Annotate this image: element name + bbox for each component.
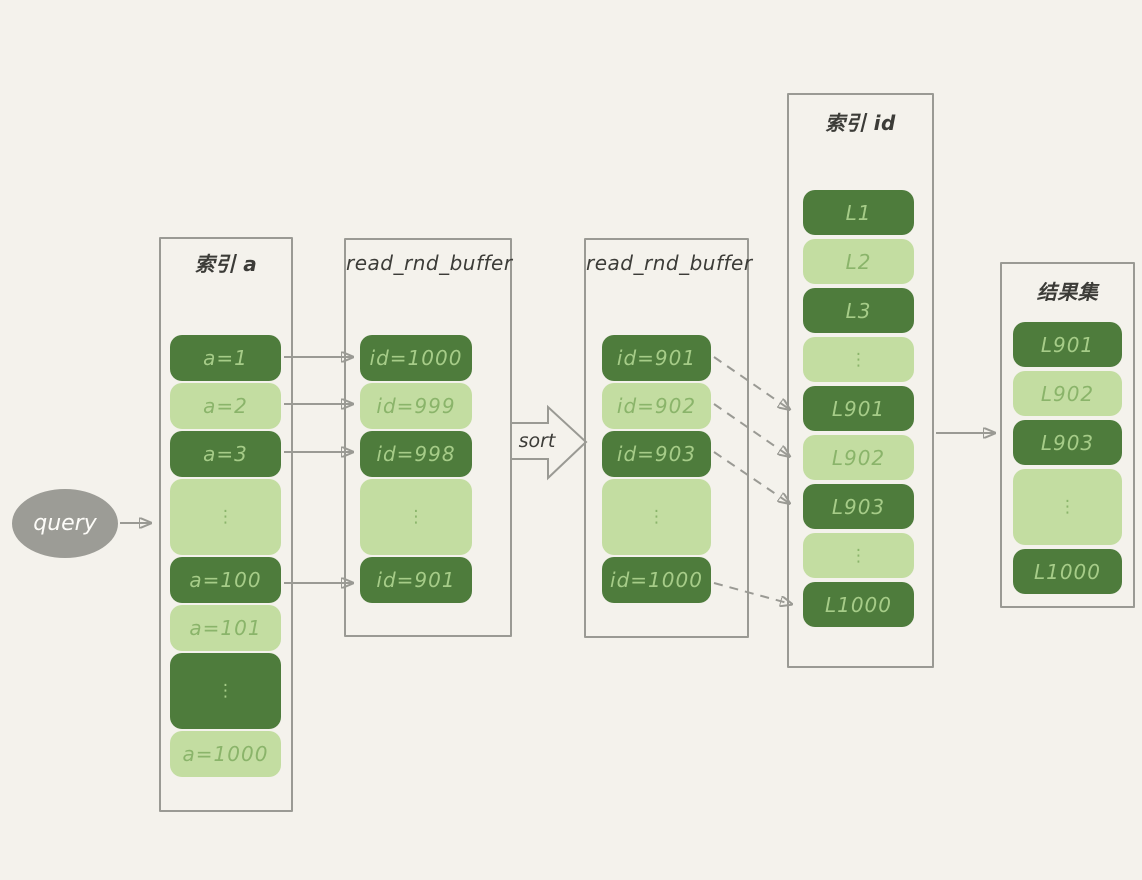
ellipsis-cell: ⋮ xyxy=(803,337,914,382)
cell-a=101: a=101 xyxy=(170,605,281,651)
cell-L1000: L1000 xyxy=(1013,549,1122,594)
cell-L901: L901 xyxy=(803,386,914,431)
ellipsis-cell: ⋮ xyxy=(360,479,472,555)
panel-index-id-title: 索引 id xyxy=(825,111,896,135)
cell-id=903: id=903 xyxy=(602,431,711,477)
cell-L2: L2 xyxy=(803,239,914,284)
cell-a=1000: a=1000 xyxy=(170,731,281,777)
ellipsis-cell: ⋮ xyxy=(602,479,711,555)
cell-L3: L3 xyxy=(803,288,914,333)
panel-read-rnd-buffer-sorted-title: read_rnd_buffer xyxy=(586,251,753,275)
cell-id=1000: id=1000 xyxy=(360,335,472,381)
ellipsis-cell: ⋮ xyxy=(170,479,281,555)
cell-L1: L1 xyxy=(803,190,914,235)
query-label: query xyxy=(33,511,97,536)
cell-a=1: a=1 xyxy=(170,335,281,381)
cell-id=1000: id=1000 xyxy=(602,557,711,603)
cell-L903: L903 xyxy=(1013,420,1122,465)
cell-id=901: id=901 xyxy=(602,335,711,381)
panel-index-a-title: 索引 a xyxy=(194,252,258,276)
ellipsis-cell: ⋮ xyxy=(170,653,281,729)
cell-a=2: a=2 xyxy=(170,383,281,429)
cell-id=901: id=901 xyxy=(360,557,472,603)
cell-L901: L901 xyxy=(1013,322,1122,367)
cell-id=902: id=902 xyxy=(602,383,711,429)
query-bubble: query xyxy=(12,489,118,558)
ellipsis-cell: ⋮ xyxy=(1013,469,1122,545)
cell-L902: L902 xyxy=(803,435,914,480)
cell-L903: L903 xyxy=(803,484,914,529)
cell-L902: L902 xyxy=(1013,371,1122,416)
ellipsis-cell: ⋮ xyxy=(803,533,914,578)
panel-result-set-title: 结果集 xyxy=(1036,280,1099,304)
cell-a=100: a=100 xyxy=(170,557,281,603)
sort-label: sort xyxy=(518,430,556,452)
cell-id=999: id=999 xyxy=(360,383,472,429)
cell-a=3: a=3 xyxy=(170,431,281,477)
cell-L1000: L1000 xyxy=(803,582,914,627)
panel-read-rnd-buffer-unsorted-title: read_rnd_buffer xyxy=(346,251,513,275)
cell-id=998: id=998 xyxy=(360,431,472,477)
